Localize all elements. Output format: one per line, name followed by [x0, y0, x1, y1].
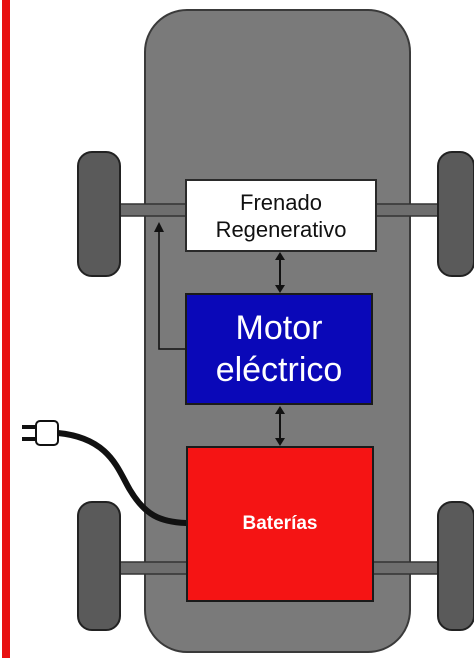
electric-motor-block: Motor eléctrico [185, 293, 373, 405]
wheel-icon [437, 501, 474, 631]
wheel-icon [437, 151, 474, 277]
feedback-arrow-icon [154, 222, 185, 350]
double-arrow-icon [275, 252, 285, 293]
regenerative-braking-label: Frenado Regenerativo [215, 189, 347, 242]
wheel-icon [77, 151, 121, 277]
batteries-label: Baterías [242, 513, 318, 534]
batteries-block: Baterías [186, 446, 374, 602]
red-accent-border [2, 0, 10, 658]
power-plug-icon [22, 420, 59, 446]
double-arrow-icon [275, 406, 285, 446]
electric-motor-label: Motor eléctrico [215, 309, 343, 389]
charging-cable [55, 430, 189, 526]
wheel-icon [77, 501, 121, 631]
regenerative-braking-block: Frenado Regenerativo [185, 179, 377, 252]
